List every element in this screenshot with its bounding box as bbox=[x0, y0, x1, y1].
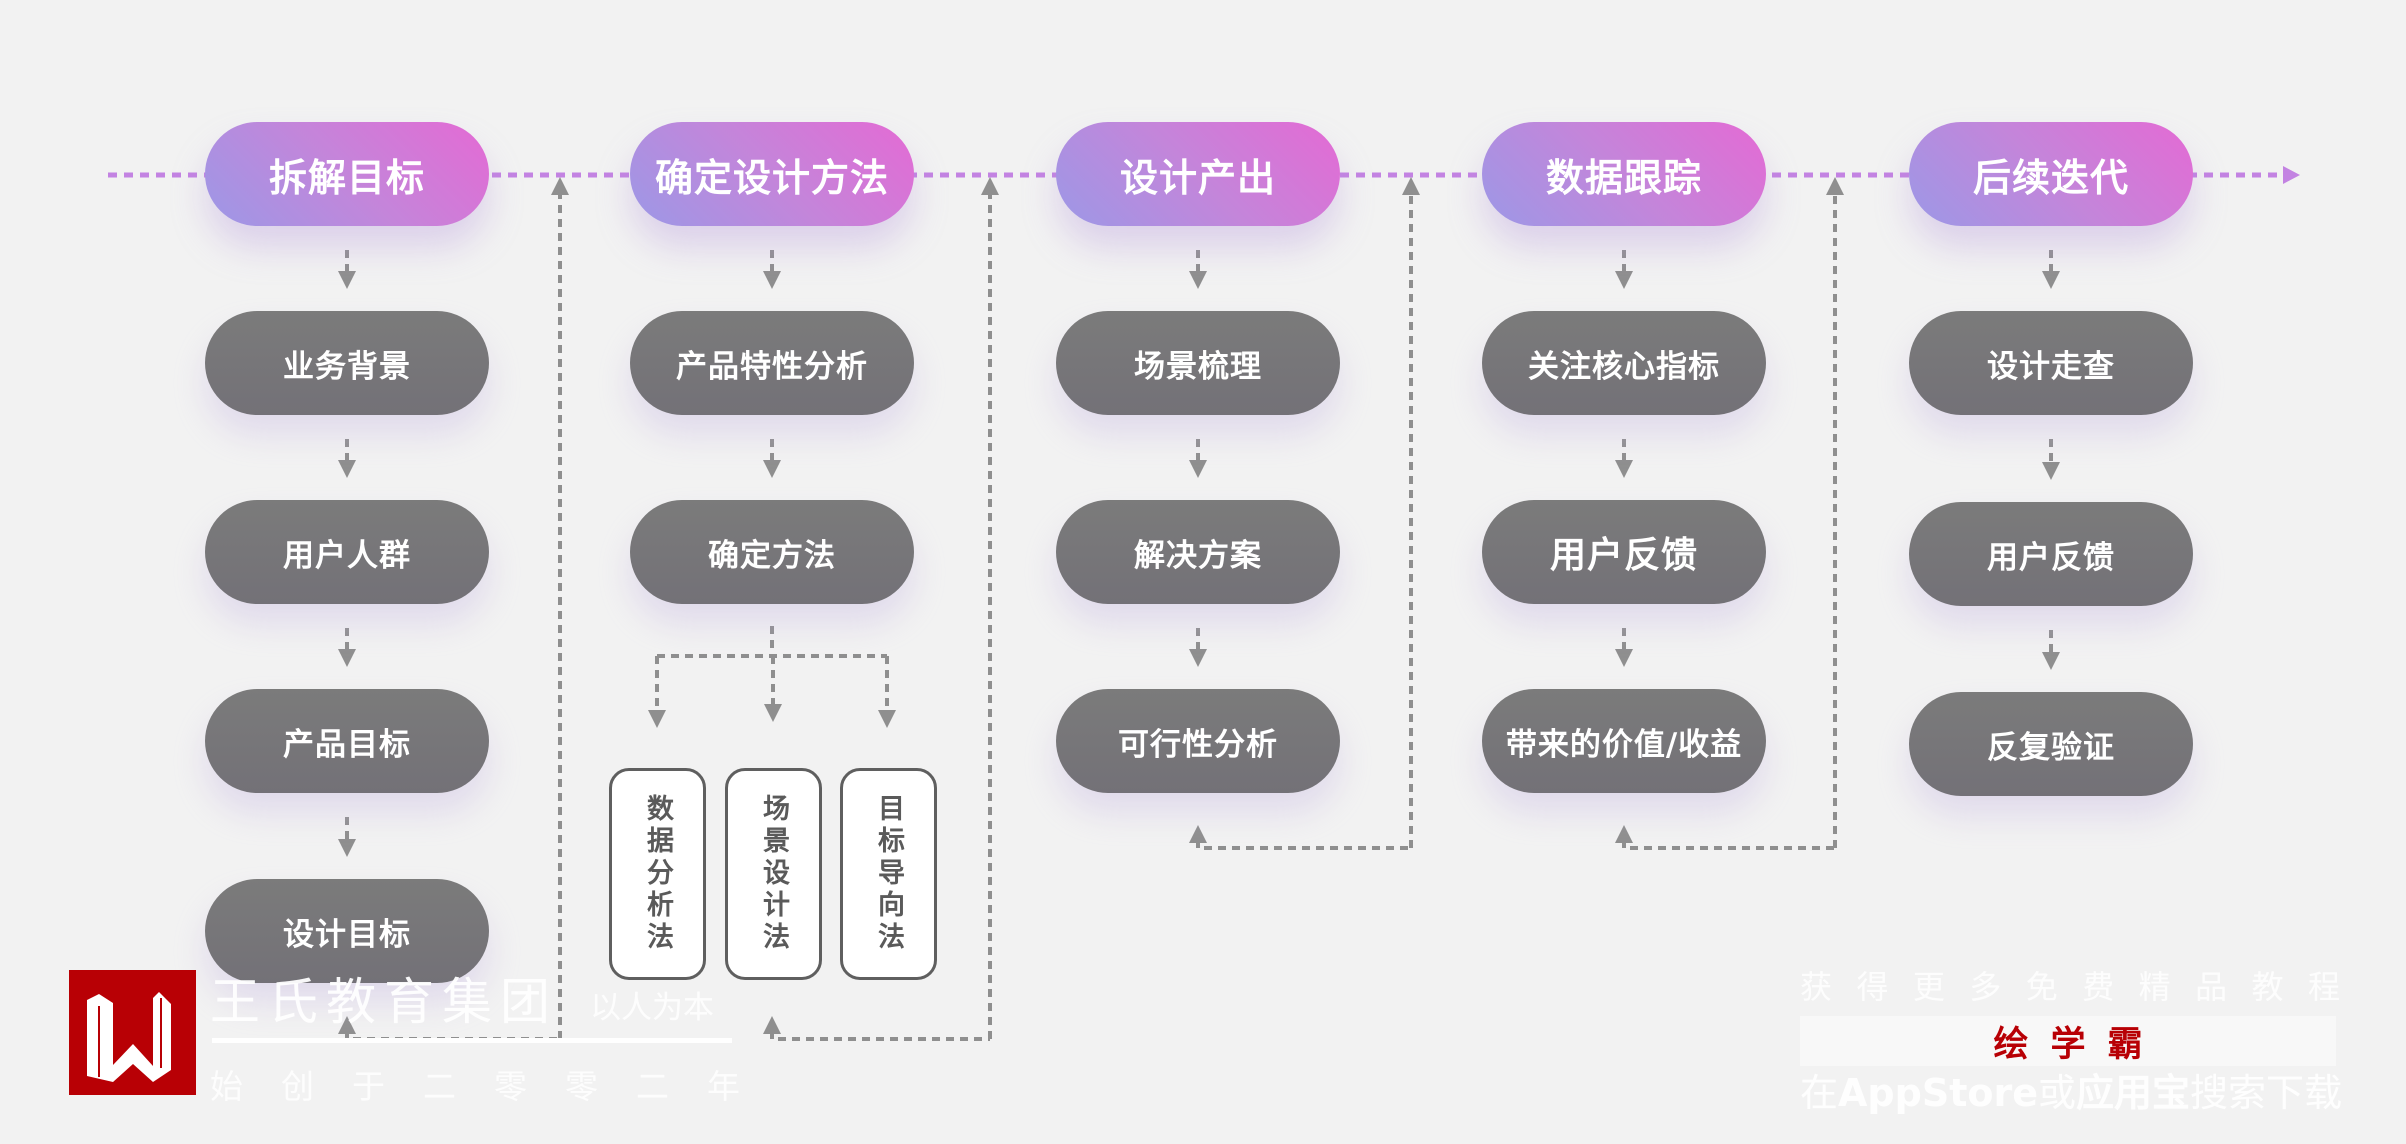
tagline-char-7: 品 bbox=[2195, 968, 2228, 1006]
step-product-goal: 产品目标 bbox=[205, 689, 489, 793]
arrow-up-icon bbox=[1826, 177, 1844, 195]
method-label: 目标导向法 bbox=[873, 794, 904, 954]
wang-shi-logo-icon bbox=[69, 970, 196, 1095]
tagline-char-8: 教 bbox=[2251, 968, 2284, 1006]
step-user-group: 用户人群 bbox=[205, 500, 489, 604]
arrow-down-icon bbox=[1615, 460, 1633, 478]
step-solution: 解决方案 bbox=[1056, 500, 1340, 604]
step-core-metrics: 关注核心指标 bbox=[1482, 311, 1766, 415]
connectors bbox=[338, 177, 2060, 1041]
step-design-walkthrough: 设计走查 bbox=[1909, 311, 2193, 415]
founded-char-1: 创 bbox=[281, 1067, 314, 1106]
download-hint-part-0: 在 bbox=[1800, 1071, 1839, 1115]
method-label: 场景设计法 bbox=[758, 794, 789, 954]
arrow-down-icon bbox=[878, 710, 896, 728]
arrow-down-icon bbox=[2042, 462, 2060, 480]
arrow-down-icon bbox=[338, 649, 356, 667]
arrow-up-icon bbox=[981, 177, 999, 195]
group-name: 王氏教育集团 bbox=[210, 973, 558, 1031]
download-hint-part-5: 索 bbox=[2228, 1071, 2267, 1115]
stage-header-data-tracking: 数据跟踪 bbox=[1482, 122, 1766, 226]
arrow-down-icon bbox=[1615, 271, 1633, 289]
download-hint-part-3: 应用宝 bbox=[2076, 1071, 2191, 1115]
founded-char-2: 于 bbox=[352, 1067, 385, 1106]
method-label: 数据分析法 bbox=[642, 794, 673, 954]
founded-char-6: 二 bbox=[636, 1067, 669, 1106]
arrow-down-icon bbox=[338, 839, 356, 857]
arrow-up-icon bbox=[1615, 825, 1633, 843]
arrow-up-icon bbox=[551, 177, 569, 195]
method-data-analysis: 数据分析法 bbox=[609, 768, 706, 980]
arrow-down-icon bbox=[648, 710, 666, 728]
watermark-app-banner: 绘学霸 bbox=[1800, 1016, 2336, 1066]
step-user-feedback: 用户反馈 bbox=[1482, 500, 1766, 604]
founded-char-4: 零 bbox=[494, 1067, 527, 1106]
tagline-char-4: 免 bbox=[2025, 968, 2058, 1006]
watermark-app-name: 绘学霸 bbox=[1993, 1024, 2165, 1065]
download-hint-part-1: AppStore bbox=[1838, 1071, 2038, 1115]
watermark-tagline: 获得更多免费精品教程 bbox=[1800, 962, 2340, 1008]
step-repeated-validation: 反复验证 bbox=[1909, 692, 2193, 796]
arrow-down-icon bbox=[763, 460, 781, 478]
step-user-feedback-iteration: 用户反馈 bbox=[1909, 502, 2193, 606]
download-hint-part-7: 载 bbox=[2304, 1071, 2343, 1115]
tagline-char-6: 精 bbox=[2138, 968, 2171, 1006]
tagline-char-5: 费 bbox=[2082, 968, 2115, 1006]
stage-header-iteration: 后续迭代 bbox=[1909, 122, 2193, 226]
tagline-char-3: 多 bbox=[1969, 968, 2002, 1006]
step-value-return: 带来的价值/收益 bbox=[1482, 689, 1766, 793]
download-hint-part-6: 下 bbox=[2266, 1071, 2305, 1115]
step-design-goal: 设计目标 bbox=[205, 879, 489, 983]
arrow-down-icon bbox=[338, 271, 356, 289]
founded-text: 始创于二零零二年 bbox=[210, 1060, 740, 1108]
arrow-up-icon bbox=[1402, 177, 1420, 195]
arrow-down-icon bbox=[1615, 649, 1633, 667]
arrow-down-icon bbox=[764, 704, 782, 722]
brand-divider bbox=[212, 1038, 732, 1043]
timeline-arrow-icon bbox=[2283, 166, 2300, 184]
tagline-char-1: 得 bbox=[1856, 968, 1889, 1006]
step-decide-method: 确定方法 bbox=[630, 500, 914, 604]
arrow-up-icon bbox=[338, 1016, 356, 1034]
group-motto: 以人为本 bbox=[590, 990, 714, 1026]
stage-header-breakdown-goals: 拆解目标 bbox=[205, 122, 489, 226]
method-scenario-design: 场景设计法 bbox=[725, 768, 822, 980]
arrow-down-icon bbox=[338, 460, 356, 478]
arrow-down-icon bbox=[1189, 649, 1207, 667]
step-product-feature-analysis: 产品特性分析 bbox=[630, 311, 914, 415]
founded-char-5: 零 bbox=[565, 1067, 598, 1106]
step-business-background: 业务背景 bbox=[205, 311, 489, 415]
tagline-char-9: 程 bbox=[2307, 968, 2340, 1006]
method-goal-oriented: 目标导向法 bbox=[840, 768, 937, 980]
arrow-down-icon bbox=[1189, 460, 1207, 478]
arrow-down-icon bbox=[1189, 271, 1207, 289]
tagline-char-0: 获 bbox=[1800, 968, 1833, 1006]
arrow-up-icon bbox=[1189, 825, 1207, 843]
download-hint-part-2: 或 bbox=[2037, 1071, 2076, 1115]
stage-header-design-method: 确定设计方法 bbox=[630, 122, 914, 226]
arrow-down-icon bbox=[2042, 271, 2060, 289]
arrow-up-icon bbox=[763, 1016, 781, 1034]
founded-char-3: 二 bbox=[423, 1067, 456, 1106]
download-hint-part-4: 搜 bbox=[2190, 1071, 2229, 1115]
step-feasibility-analysis: 可行性分析 bbox=[1056, 689, 1340, 793]
tagline-char-2: 更 bbox=[1912, 968, 1945, 1006]
founded-char-7: 年 bbox=[707, 1067, 740, 1106]
step-scenario-sorting: 场景梳理 bbox=[1056, 311, 1340, 415]
arrow-down-icon bbox=[2042, 652, 2060, 670]
founded-char-0: 始 bbox=[210, 1067, 243, 1106]
arrow-down-icon bbox=[763, 271, 781, 289]
stage-header-design-output: 设计产出 bbox=[1056, 122, 1340, 226]
